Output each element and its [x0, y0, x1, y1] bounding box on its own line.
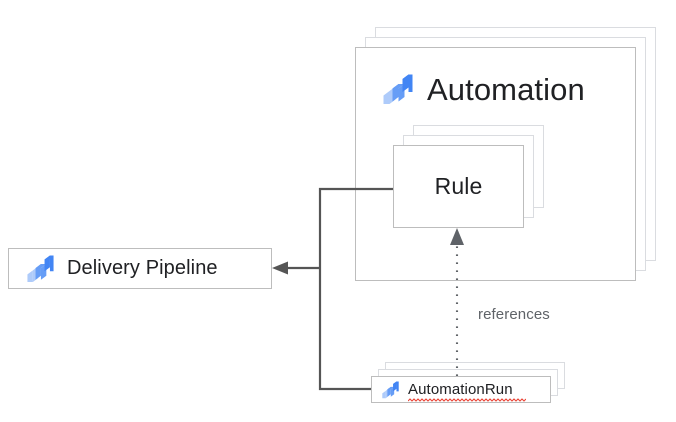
automation-title-row: Automation [383, 68, 585, 110]
automation-run-content: AutomationRun [371, 376, 551, 403]
cloud-deploy-icon [382, 381, 399, 399]
automation-run-card[interactable] [371, 376, 551, 403]
automation-run-label-wrap: AutomationRun [408, 381, 526, 402]
cloud-deploy-icon [27, 255, 54, 283]
cloud-deploy-icon [383, 74, 413, 105]
references-edge-label: references [478, 306, 550, 323]
arrowhead-left-icon [272, 261, 288, 275]
delivery-pipeline-node[interactable]: Delivery Pipeline [8, 248, 272, 289]
rule-label: Rule [434, 173, 483, 199]
spellcheck-underline-icon [408, 398, 526, 402]
rule-card[interactable] [393, 145, 524, 228]
automation-run-label: AutomationRun [408, 381, 513, 398]
delivery-pipeline-label: Delivery Pipeline [67, 257, 218, 279]
automation-label: Automation [427, 71, 585, 107]
